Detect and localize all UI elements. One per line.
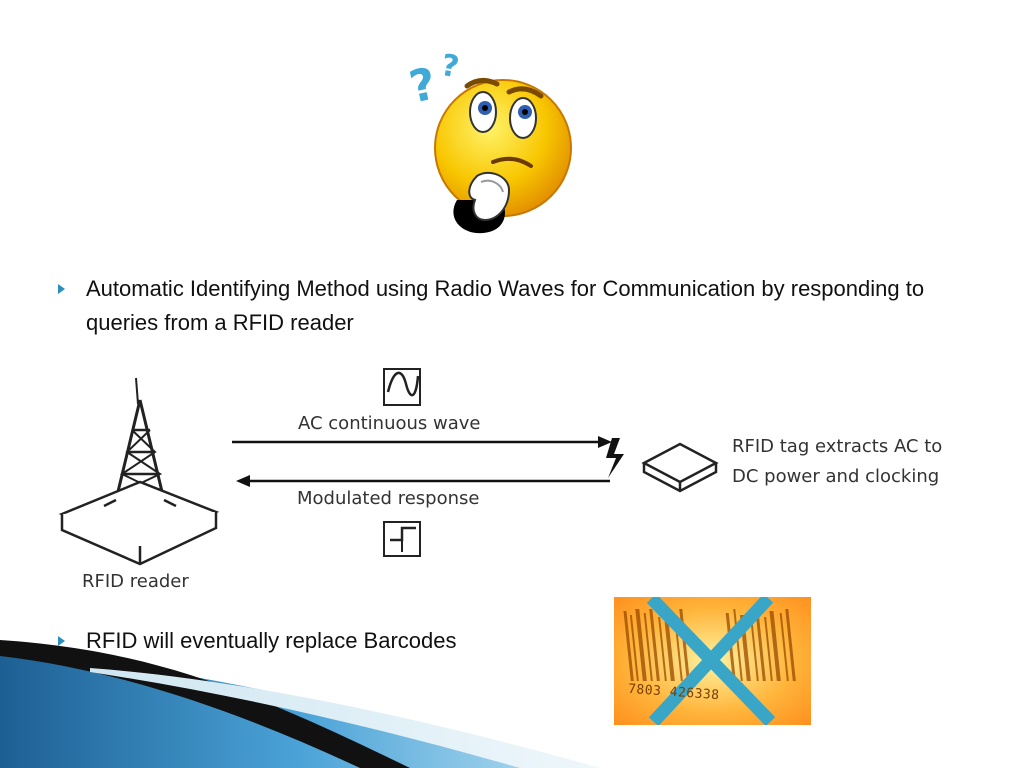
barcode-image — [614, 597, 811, 725]
tag-label-line-1: RFID tag extracts AC to — [732, 436, 943, 457]
bullet-rfid-definition: Automatic Identifying Method using Radio… — [58, 272, 966, 340]
svg-text:?: ? — [438, 50, 461, 85]
cross-icon — [646, 597, 776, 725]
sine-wave-icon — [383, 368, 421, 406]
bullet-marker-icon — [58, 636, 65, 646]
bullet-marker-icon — [58, 284, 65, 294]
return-signal-label: Modulated response — [297, 488, 480, 509]
bullet-barcode-replacement: RFID will eventually replace Barcodes — [58, 624, 586, 658]
lightning-icon — [606, 438, 624, 478]
return-arrow-icon — [236, 475, 610, 487]
antenna-tower-icon — [58, 377, 220, 566]
reader-label: RFID reader — [82, 571, 189, 592]
forward-signal-label: AC continuous wave — [298, 413, 481, 434]
rfid-tag-icon — [641, 442, 719, 493]
forward-arrow-icon — [232, 436, 612, 448]
barcode-photo: 7803 426338 — [614, 597, 811, 725]
step-wave-icon — [383, 521, 421, 557]
thinking-face-icon: ? ? — [405, 50, 572, 234]
tag-label-line-2: DC power and clocking — [732, 466, 940, 487]
bullet-text: RFID will eventually replace Barcodes — [86, 628, 457, 653]
bullet-text: Automatic Identifying Method using Radio… — [86, 276, 925, 335]
